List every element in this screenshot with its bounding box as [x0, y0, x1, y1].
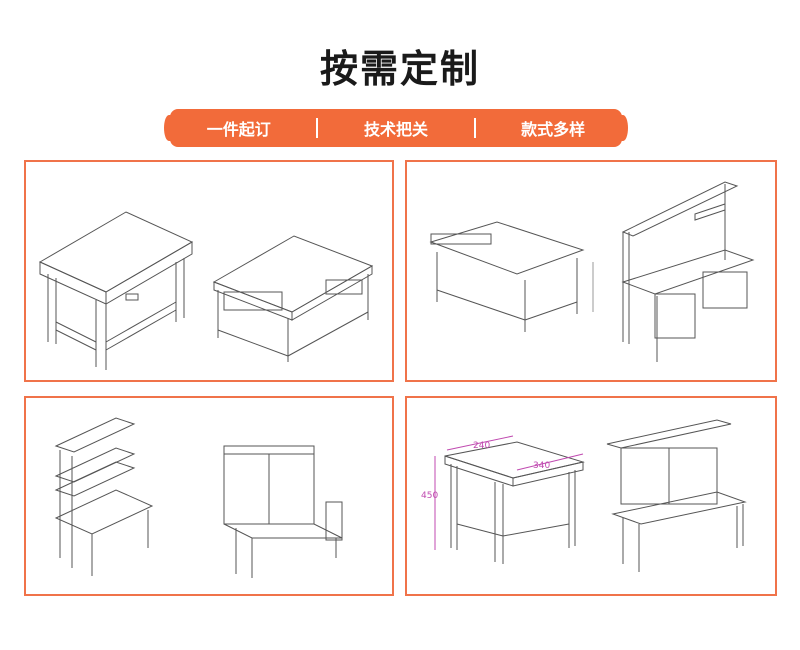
panel-lab-bench — [405, 160, 777, 382]
feature-styles: 款式多样 — [521, 120, 586, 139]
feature-banner: 一件起订 技术把关 款式多样 — [164, 109, 628, 147]
divider — [473, 118, 476, 138]
feature-min-order: 一件起订 — [206, 120, 271, 139]
page-title: 按需定制 — [319, 47, 480, 91]
dim-height: 450 — [421, 491, 438, 501]
heavy-workbench-drawing — [38, 211, 374, 370]
dim-width: 340 — [533, 461, 550, 471]
panel-heavy-workbench — [24, 160, 394, 382]
dim-depth: 240 — [473, 441, 490, 451]
panel-dimension-table: 450 240 340 — [405, 396, 777, 596]
feature-tech: 技术把关 — [363, 120, 428, 139]
shelf-workstation-drawing — [54, 417, 343, 578]
panel-shelf-workstation — [24, 396, 394, 596]
dimension-table-drawing: 450 240 340 — [421, 419, 747, 572]
lab-bench-drawing — [429, 181, 755, 362]
divider — [316, 118, 319, 138]
